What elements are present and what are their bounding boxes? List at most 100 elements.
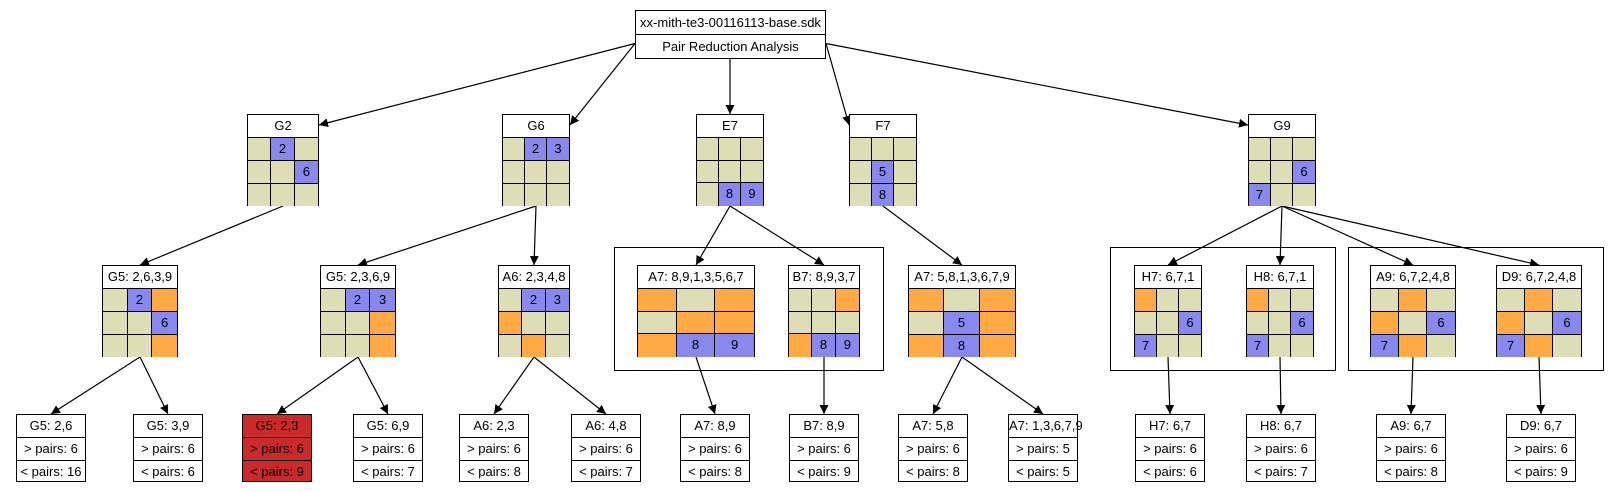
leaf-title: A7: 5,8: [912, 418, 954, 433]
leaf-title: A9: 6,7: [1390, 418, 1432, 433]
grid-cell: 8: [872, 183, 894, 206]
grid-cell: [1399, 334, 1427, 357]
candidate-digit: 8: [691, 337, 700, 353]
grid-cell: [522, 334, 546, 357]
edge-g9-h7: [1167, 205, 1283, 266]
grid-cell: [812, 289, 836, 312]
candidate-digit: 9: [843, 337, 851, 353]
grid-cell: [715, 311, 754, 335]
grid-cell: [1157, 311, 1179, 335]
grid-cell: 2: [522, 289, 546, 312]
edge-h7-l11: [1165, 356, 1175, 415]
grid-cell: [152, 289, 177, 312]
grid-cell: [1269, 311, 1291, 335]
grid-cell: [676, 311, 716, 335]
grid-cell: 8: [944, 334, 980, 357]
leaf-node-l8: B7: 8,9> pairs: 6< pairs: 9: [789, 414, 859, 482]
grid-cell: [789, 334, 813, 357]
grid-cell: [503, 138, 525, 161]
leaf-title: A6: 2,3: [473, 418, 515, 433]
grid-cell: [547, 183, 569, 206]
candidate-digit: 9: [731, 337, 739, 353]
grid-cell: [715, 289, 754, 312]
edge-a7b-l9: [932, 356, 963, 415]
candidate-digit: 6: [1186, 314, 1194, 330]
grid-cell: 7: [1371, 334, 1399, 357]
grid-cell: 6: [152, 312, 177, 335]
candidate-digit: 5: [878, 163, 887, 179]
cluster-e7: [614, 247, 884, 371]
leaf-lt: < pairs: 6: [1136, 460, 1204, 483]
leaf-title: G5: 2,6: [29, 418, 73, 433]
root-node: xx-mith-te3-00116113-base.sdk Pair Reduc…: [635, 10, 826, 59]
root-subtitle: Pair Reduction Analysis: [636, 34, 825, 58]
grid-cell: [850, 138, 872, 161]
grid-cell: [503, 161, 525, 184]
grid-cell: [345, 334, 371, 357]
grid-cell: [1497, 289, 1525, 312]
grid-cell: [1525, 289, 1553, 312]
grid-cell: [152, 335, 177, 357]
candidate-digit: 8: [957, 337, 966, 353]
grid-cell: [1525, 334, 1553, 357]
edge-root-f7: [825, 43, 851, 126]
leaf-lt: < pairs: 6: [134, 460, 202, 483]
grid-cell: [1271, 160, 1293, 184]
grid-cell: [503, 183, 525, 206]
grid-cell: [1497, 311, 1525, 335]
grid-cell: [894, 183, 916, 206]
leaf-node-l11: H7: 6,7> pairs: 6< pairs: 6: [1135, 414, 1205, 482]
candidate-digit: 2: [529, 292, 538, 307]
leaf-lt: < pairs: 8: [460, 460, 528, 483]
leaf-gt: > pairs: 5: [1009, 437, 1077, 460]
grid-cell: [1553, 334, 1581, 357]
candidate-digit: 6: [1298, 314, 1306, 330]
candidate-digit: 8: [819, 337, 828, 353]
grid-cell: [271, 161, 295, 184]
edge-g5a-l1: [50, 356, 141, 415]
grid-cell: [850, 183, 872, 206]
edge-g6-g5b: [357, 205, 537, 267]
grid-cell: [872, 138, 894, 161]
grid-cell: [1135, 289, 1157, 312]
leaf-title: H7: 6,7: [1149, 418, 1191, 433]
edge-a6-l6: [533, 356, 607, 415]
grid-cell: [697, 160, 719, 184]
edge-g6-a6: [529, 205, 539, 266]
leaf-node-l5: A6: 2,3> pairs: 6< pairs: 8: [459, 414, 529, 482]
grid-cell: [697, 183, 719, 206]
grid-cell: [1371, 289, 1399, 312]
grid-cell: [294, 138, 318, 161]
grid-cell: 8: [719, 183, 741, 206]
edge-g2-g5a: [139, 205, 284, 266]
grid-cell: 6: [294, 161, 318, 184]
edge-g5b-l3: [276, 356, 359, 415]
leaf-title: G5: 2,3: [255, 418, 299, 433]
candidate-digit: 7: [1141, 337, 1150, 353]
candidate-digit: 5: [957, 314, 966, 330]
leaf-gt: > pairs: 6: [790, 437, 858, 460]
grid-cell: [1293, 183, 1315, 206]
grid-cell: [127, 335, 153, 357]
candidate-digit: 6: [161, 315, 169, 330]
leaf-lt: < pairs: 8: [681, 460, 749, 483]
grid-cell: [638, 289, 677, 312]
node-label: D9: 6,7,2,4,8: [1497, 266, 1581, 289]
grid-cell: [812, 311, 836, 335]
candidate-digit: 7: [1506, 337, 1515, 353]
